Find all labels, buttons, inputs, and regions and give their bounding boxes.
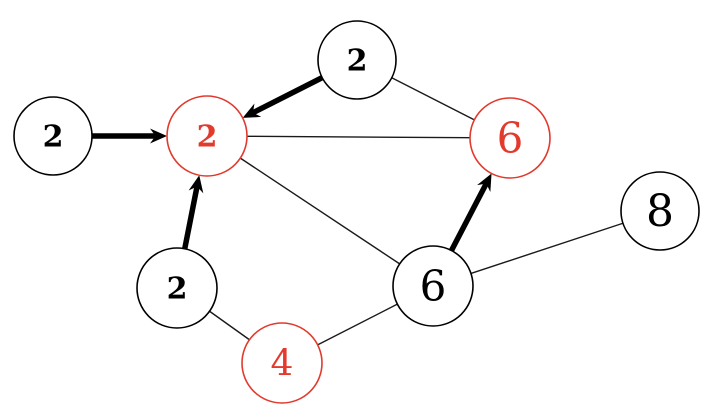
edge-lower-2-bottom-4 [209, 310, 250, 341]
edge-bottom-4-mid-6 [317, 303, 398, 346]
node-circle-lower-2 [136, 247, 218, 329]
node-label-center-2: 2 [197, 119, 218, 154]
arrowhead-top-2-to-center-2 [242, 103, 262, 118]
node-label-mid-6: 6 [420, 261, 447, 310]
node-circle-center-2 [166, 95, 248, 177]
edge-center-2-right-6 [246, 135, 471, 139]
edge-arrow-lower-2-to-center-2 [182, 183, 201, 250]
arrowhead-left-2-to-center-2 [150, 128, 167, 144]
node-lower-2: 2 [136, 247, 218, 329]
node-circle-mid-6 [392, 245, 474, 327]
node-bottom-4: 4 [241, 322, 323, 404]
node-label-bottom-4: 4 [271, 343, 294, 384]
node-label-lower-2: 2 [167, 271, 188, 306]
arrowhead-lower-2-to-center-2 [188, 175, 204, 194]
node-circle-right-6 [469, 97, 551, 179]
node-far-right-8: 8 [620, 171, 700, 251]
edge-top-2-right-6 [391, 77, 475, 121]
node-label-top-2: 2 [347, 43, 368, 78]
edge-mid-6-far-right-8 [470, 222, 624, 275]
node-mid-6: 6 [392, 245, 474, 327]
node-circle-top-2 [317, 20, 397, 100]
edge-center-2-mid-6 [239, 157, 401, 265]
node-circle-left-2 [13, 96, 93, 176]
node-center-2: 2 [166, 95, 248, 177]
edge-arrow-mid-6-to-right-6 [449, 180, 490, 252]
node-top-2: 2 [317, 20, 397, 100]
node-circle-bottom-4 [241, 322, 323, 404]
edge-arrow-top-2-to-center-2 [249, 75, 324, 117]
node-label-right-6: 6 [497, 113, 524, 162]
node-left-2: 2 [13, 96, 93, 176]
node-right-6: 6 [469, 97, 551, 179]
node-circle-far-right-8 [620, 171, 700, 251]
node-label-left-2: 2 [43, 119, 64, 154]
arrowhead-mid-6-to-right-6 [477, 173, 492, 193]
node-label-far-right-8: 8 [646, 186, 674, 237]
